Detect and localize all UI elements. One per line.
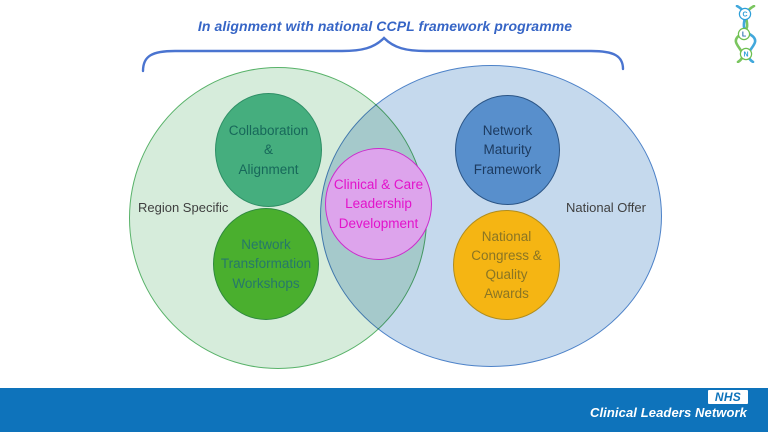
bubble-clinical-care-leadership-development: Clinical & Care Leadership Development — [325, 148, 432, 260]
brace-icon — [141, 36, 625, 73]
nhs-logo: NHS — [708, 390, 748, 404]
bubble-network-maturity-framework: Network Maturity Framework — [455, 95, 560, 205]
bubble-network-transformation-workshops: Network Transformation Workshops — [213, 208, 319, 320]
cln-letter-n: N — [743, 52, 748, 59]
bubble-label: Clinical & Care Leadership Development — [333, 177, 424, 231]
cln-l-circle — [737, 27, 751, 41]
bubble-collaboration-alignment: Collaboration & Alignment — [215, 93, 322, 207]
cln-letter-c: C — [742, 12, 747, 19]
region-specific-label: Region Specific — [138, 200, 229, 215]
cln-letter-l: L — [742, 32, 747, 39]
bubble-label: National Congress & Quality Awards — [471, 228, 542, 302]
organisation-name: Clinical Leaders Network — [589, 405, 747, 420]
bubble-label: Network Maturity Framework — [473, 123, 542, 177]
bubble-national-congress-quality-awards: National Congress & Quality Awards — [453, 210, 560, 320]
cln-helix-logo: C L N — [734, 5, 757, 63]
bubble-label: Collaboration & Alignment — [228, 123, 309, 177]
bubble-label: Network Transformation Workshops — [220, 237, 312, 291]
cln-c-circle — [738, 7, 752, 21]
national-offer-label: National Offer — [566, 200, 646, 215]
page-title: In alignment with national CCPL framewor… — [197, 18, 573, 34]
cln-n-circle — [739, 47, 753, 61]
footer-bar: NHS Clinical Leaders Network — [0, 388, 768, 432]
